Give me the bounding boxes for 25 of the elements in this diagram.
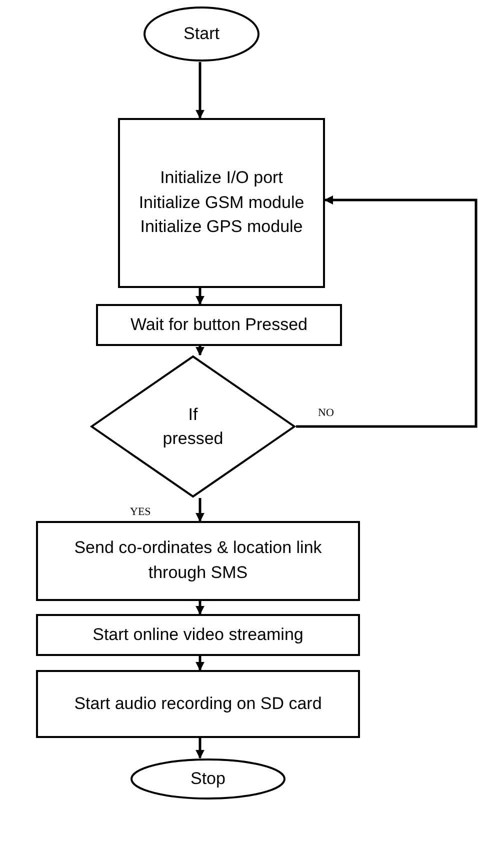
- process-box: [96, 304, 342, 346]
- arrow: [196, 498, 204, 522]
- node-text: Stop: [190, 768, 226, 790]
- node-text: Wait for button Pressed: [130, 314, 308, 336]
- node-text: Start audio recording on SD card: [74, 692, 322, 715]
- process-box: [36, 521, 360, 601]
- arrow: [196, 601, 204, 615]
- node-text: Start: [184, 23, 220, 46]
- node-text: Initialize GSM module: [138, 192, 304, 214]
- process-box: [36, 670, 360, 738]
- node-text: Send co-ordinates & location link through SMS: [73, 537, 323, 584]
- node-text: If pressed: [162, 404, 224, 450]
- node-text: Initialize I/O port: [160, 167, 283, 190]
- node-text: Initialize GPS module: [140, 216, 303, 238]
- arrow: [196, 62, 204, 119]
- edge-label: YES: [128, 507, 153, 518]
- arrow: [296, 196, 478, 428]
- arrow: [196, 288, 204, 305]
- process-box: [118, 118, 325, 288]
- edge-label: NO: [316, 408, 336, 418]
- arrow: [196, 346, 204, 356]
- process-box: [36, 614, 360, 656]
- node-text: Start online video streaming: [92, 624, 304, 646]
- arrow: [196, 738, 204, 759]
- arrow: [196, 656, 204, 671]
